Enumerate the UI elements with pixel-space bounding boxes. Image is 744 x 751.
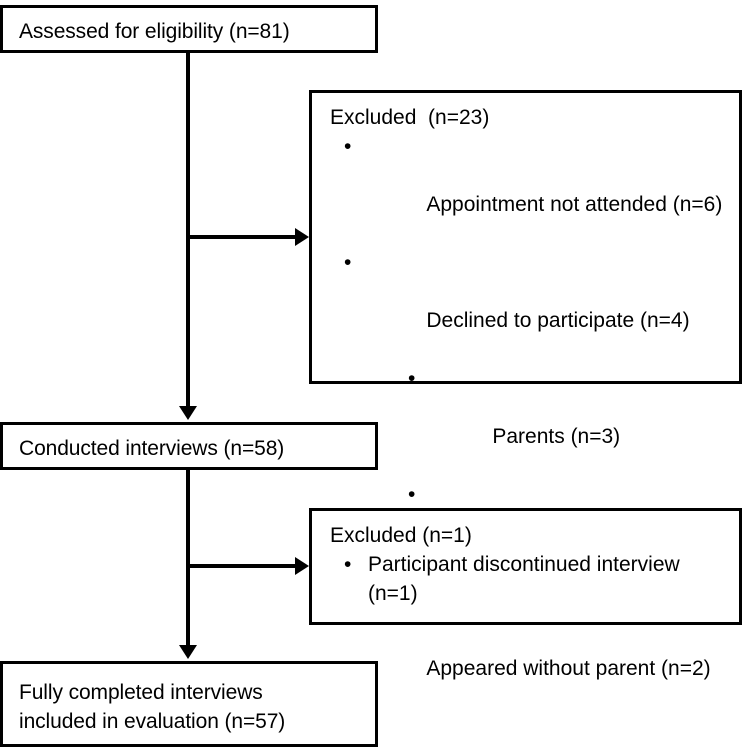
- list-item: • Appeared without parent (n=2): [330, 596, 735, 712]
- list-item: • Participant discontinued interview (n=…: [330, 550, 735, 608]
- list-item: • Declined to participate (n=4): [330, 248, 735, 364]
- list-item-label: Appeared without parent (n=2): [426, 657, 711, 680]
- node-excluded-second-stage: Excluded (n=1) • Participant discontinue…: [309, 508, 742, 625]
- excluded-first-stage-heading: Excluded (n=23): [330, 106, 490, 129]
- list-item-label: Appointment not attended (n=6): [426, 193, 723, 216]
- list-item-label: Parents (n=3): [492, 425, 621, 448]
- connector-assessed-to-conducted-line: [186, 53, 190, 409]
- node-included-label-line2: included in evaluation (n=57): [19, 710, 286, 733]
- node-excluded-first-stage: Excluded (n=23) • Appointment not attend…: [309, 90, 742, 738]
- node-assessed-for-eligibility: Assessed for eligibility (n=81): [0, 5, 378, 53]
- node-assessed-label: Assessed for eligibility (n=81): [19, 20, 290, 43]
- excluded-second-stage-list: • Participant discontinued interview (n=…: [330, 550, 735, 608]
- node-included-in-evaluation: Fully completed interviews included in e…: [0, 661, 378, 747]
- list-item: • Parents (n=3): [330, 364, 735, 480]
- bullet-icon: •: [408, 367, 416, 390]
- list-item-label: Declined to participate (n=4): [426, 309, 690, 332]
- node-conducted-interviews: Conducted interviews (n=58): [0, 422, 378, 470]
- bullet-icon: •: [408, 483, 416, 506]
- connector-conducted-to-included-arrowhead-icon: [179, 645, 197, 659]
- excluded-second-stage-heading: Excluded (n=1): [330, 524, 472, 547]
- connector-assessed-to-conducted-arrowhead-icon: [179, 406, 197, 420]
- connector-assessed-to-excluded-1-arrowhead-icon: [295, 228, 309, 246]
- excluded-second-stage-content: Excluded (n=1) • Participant discontinue…: [330, 521, 735, 608]
- bullet-icon: •: [344, 251, 352, 274]
- connector-conducted-to-excluded-2-line: [186, 564, 298, 568]
- connector-conducted-to-included-line: [186, 470, 190, 647]
- connector-assessed-to-excluded-1-line: [186, 235, 298, 239]
- excluded-first-stage-content: Excluded (n=23) • Appointment not attend…: [330, 103, 735, 751]
- list-item: • Appointment not attended (n=6): [330, 132, 735, 248]
- connector-conducted-to-excluded-2-arrowhead-icon: [295, 557, 309, 575]
- bullet-icon: •: [344, 553, 352, 576]
- excluded-first-stage-list: • Appointment not attended (n=6) • Decli…: [330, 132, 735, 751]
- list-item: • Treatment with omalizumab (n=2): [330, 712, 735, 751]
- node-included-label-line1: Fully completed interviews: [19, 681, 263, 704]
- bullet-icon: •: [344, 135, 352, 158]
- list-item-label: Participant discontinued interview (n=1): [368, 553, 680, 605]
- node-conducted-label: Conducted interviews (n=58): [19, 437, 285, 460]
